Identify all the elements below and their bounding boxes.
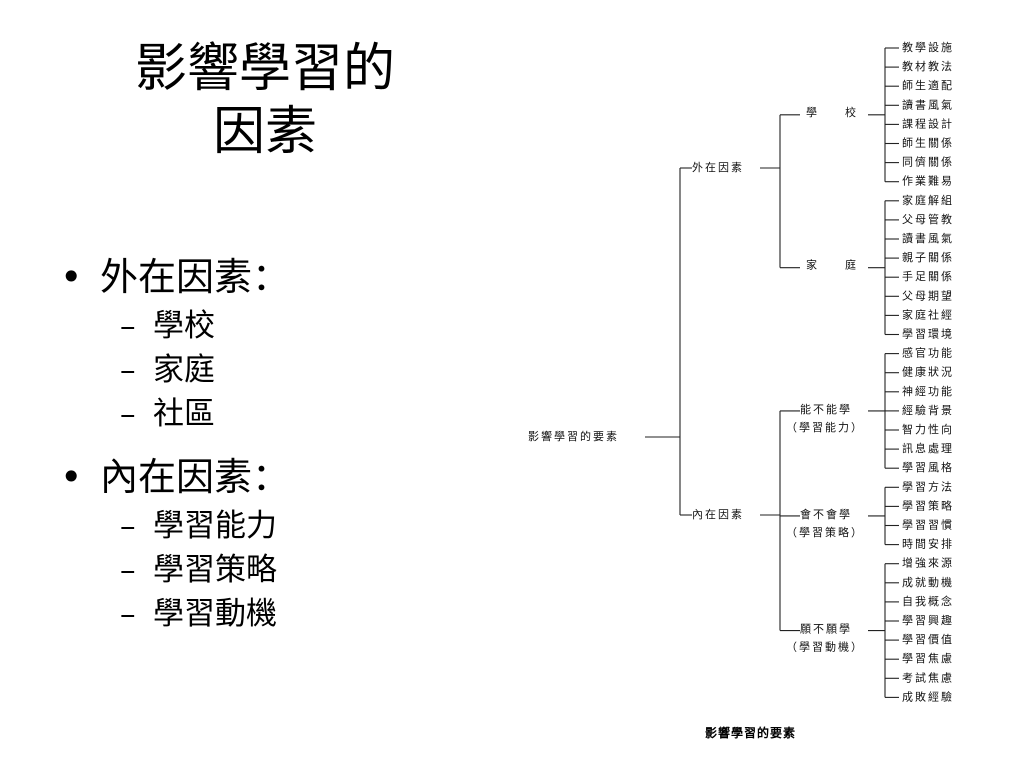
leaf-node-label: 家庭解組 (902, 193, 954, 207)
bullet-section-external: • 外在因素： –學校 –家庭 –社區 (60, 250, 480, 436)
leaf-node-label: 訊息處理 (902, 441, 954, 455)
slide-title-line-2: 因素 (212, 102, 317, 162)
leaf-node-label: 課程設計 (902, 116, 954, 130)
bullet-label: 外在因素： (100, 255, 291, 299)
leaf-node-label: 自我概念 (902, 594, 954, 608)
leaf-node-label: 學習策略 (902, 498, 954, 512)
dash-marker: – (120, 396, 136, 432)
leaf-node-label: 學習環境 (902, 327, 954, 341)
leaf-node-label: 手足關係 (902, 269, 954, 283)
leaf-node-label: 時間安排 (902, 537, 954, 551)
sub-item: –學習策略 (60, 548, 480, 592)
group-node-label: 外在因素 (692, 161, 744, 174)
bullet-list: • 外在因素： –學校 –家庭 –社區 • 內在因素： –學習能力 –學習策略 –學… (60, 250, 480, 650)
slide-title-line-1: 影響學習的 (134, 39, 395, 99)
leaf-node-label: 學習風格 (902, 460, 954, 474)
leaf-node-label: 學習習慣 (902, 518, 954, 532)
leaf-node-label: 教材教法 (902, 59, 954, 73)
group-node-label: 內在因素 (692, 508, 744, 521)
bullet-dot: • (60, 455, 83, 499)
dash-marker: – (120, 352, 136, 388)
branch-node-label: 學 校 (806, 105, 858, 119)
dash-marker: – (120, 596, 136, 632)
leaf-node-label: 成敗經驗 (902, 689, 954, 703)
leaf-node-label: 讀書風氣 (902, 231, 954, 245)
leaf-node-label: 健康狀況 (902, 365, 954, 379)
leaf-node-label: 讀書風氣 (902, 97, 954, 111)
leaf-node-label: 經驗背景 (902, 403, 954, 417)
slide-title: 影響學習的 因素 (95, 38, 435, 164)
branch-node-sublabel: （學習能力） (786, 420, 864, 434)
leaf-node-label: 學習興趣 (902, 613, 954, 627)
sub-item: –社區 (60, 392, 480, 436)
branch-node-label: 會不會學 (800, 507, 852, 521)
leaf-node-label: 學習方法 (902, 479, 954, 493)
branch-node-sublabel: （學習動機） (786, 640, 864, 654)
leaf-node-label: 學習價值 (902, 632, 954, 646)
dash-marker: – (120, 552, 136, 588)
diagram-caption: 影響學習的要素 (705, 726, 797, 740)
sub-item: –學校 (60, 304, 480, 348)
factor-tree-diagram: 影響學習的要素教學設施教材教法師生適配讀書風氣課程設計師生關係同儕關係作業難易學… (528, 40, 954, 703)
leaf-node-label: 學習焦慮 (902, 651, 954, 665)
leaf-node-label: 增強來源 (902, 556, 954, 570)
leaf-node-label: 教學設施 (902, 40, 954, 54)
branch-node-label: 願不願學 (800, 623, 852, 636)
branch-node-sublabel: （學習策略） (786, 525, 864, 539)
leaf-node-label: 師生關係 (902, 136, 954, 150)
sub-item: –家庭 (60, 348, 480, 392)
sub-item: –學習動機 (60, 592, 480, 636)
bullet-dot: • (60, 255, 83, 299)
leaf-node-label: 父母期望 (902, 289, 954, 302)
root-node-label: 影響學習的要素 (528, 429, 619, 443)
leaf-node-label: 智力性向 (902, 422, 954, 436)
leaf-node-label: 同儕關係 (902, 155, 954, 169)
leaf-node-label: 神經功能 (902, 384, 954, 398)
dash-marker: – (120, 508, 136, 544)
leaf-node-label: 考試焦慮 (902, 670, 954, 684)
branch-node-label: 能不能學 (800, 402, 852, 416)
leaf-node-label: 家庭社經 (902, 307, 954, 321)
leaf-node-label: 父母管教 (902, 212, 954, 226)
bullet-section-internal: • 內在因素： –學習能力 –學習策略 –學習動機 (60, 450, 480, 636)
sub-item: –學習能力 (60, 504, 480, 548)
leaf-node-label: 親子關係 (902, 251, 954, 264)
leaf-node-label: 作業難易 (902, 175, 954, 188)
bullet-label: 內在因素： (100, 455, 291, 499)
leaf-node-label: 師生適配 (902, 78, 954, 92)
leaf-node-label: 感官功能 (902, 346, 954, 360)
dash-marker: – (120, 308, 136, 344)
leaf-node-label: 成就動機 (902, 575, 954, 589)
branch-node-label: 家 庭 (806, 258, 858, 272)
